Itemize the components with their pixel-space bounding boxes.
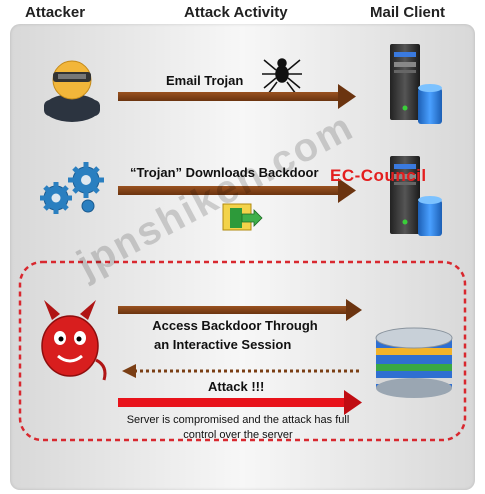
label-access-backdoor-line2: an Interactive Session bbox=[154, 337, 292, 352]
label-attack: Attack !!! bbox=[208, 379, 265, 394]
gears-icon bbox=[40, 162, 104, 214]
note-compromised-line2: control over the server bbox=[183, 429, 293, 441]
ec-council-logo: EC-Council bbox=[330, 166, 427, 185]
devil-icon bbox=[41, 300, 107, 381]
header-mail-client: Mail Client bbox=[370, 4, 446, 21]
label-downloads-backdoor: “Trojan” Downloads Backdoor bbox=[130, 165, 319, 180]
database-icon bbox=[375, 327, 453, 398]
spider-icon bbox=[262, 58, 302, 95]
label-access-backdoor-line1: Access Backdoor Through bbox=[152, 318, 318, 333]
mail-server-icon-bottom bbox=[390, 156, 442, 236]
arrow-email-trojan bbox=[118, 84, 356, 109]
label-email-trojan: Email Trojan bbox=[166, 73, 244, 88]
header-attacker: Attacker bbox=[25, 4, 86, 21]
arrow-downloads-backdoor bbox=[118, 178, 356, 203]
backdoor-icon bbox=[222, 203, 263, 231]
note-compromised-line1: Server is compromised and the attack has… bbox=[126, 414, 350, 426]
interactive-session-box bbox=[18, 260, 467, 442]
arrow-attack bbox=[118, 390, 362, 415]
attacker-icon bbox=[44, 60, 100, 122]
arrow-dotted-return bbox=[122, 364, 362, 378]
arrow-access-backdoor bbox=[118, 299, 362, 321]
header-attack-activity: Attack Activity bbox=[184, 4, 288, 21]
mail-server-icon-top bbox=[390, 44, 442, 124]
